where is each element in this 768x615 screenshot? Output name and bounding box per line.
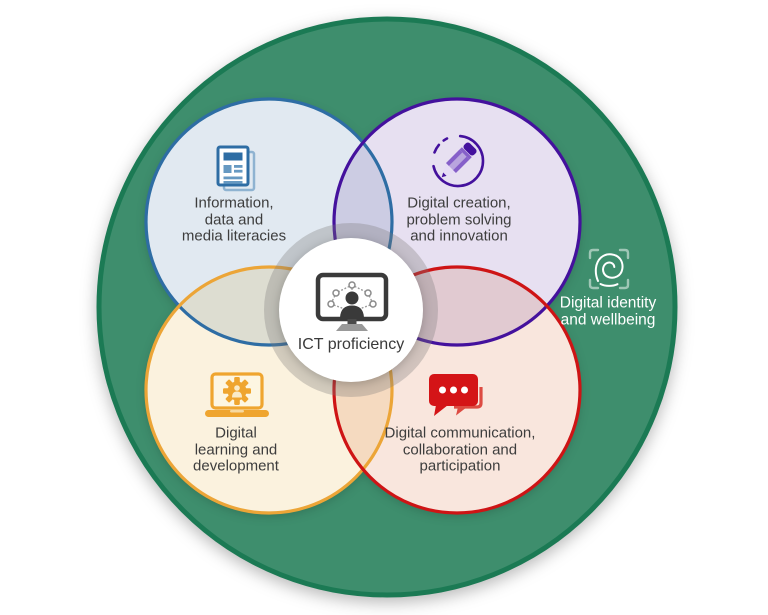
monitor-user-network-icon <box>315 272 389 331</box>
circle-information-outline <box>144 97 394 347</box>
circle-creation-outline <box>332 97 582 347</box>
speech-bubbles-icon <box>429 374 483 416</box>
circle-learning-outline <box>144 265 394 515</box>
fingerprint-scan-icon <box>588 248 630 290</box>
laptop-gear-icon <box>205 372 269 417</box>
newspaper-icon <box>216 145 256 192</box>
pencil-compass-icon <box>432 134 485 188</box>
circle-communication-outline <box>332 265 582 515</box>
